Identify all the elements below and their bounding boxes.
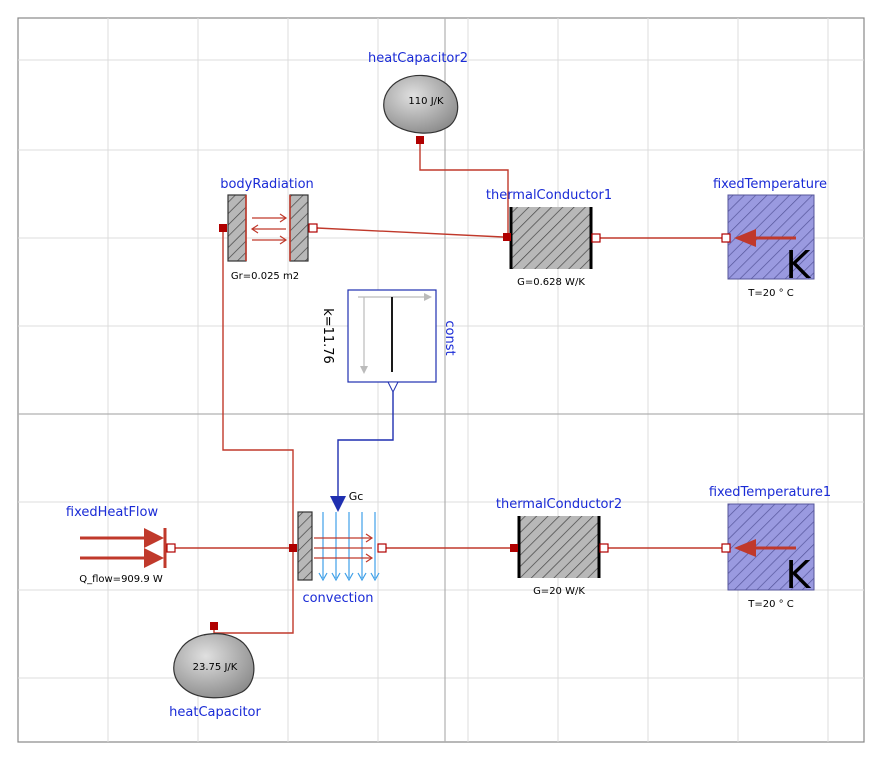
grid (18, 18, 864, 742)
thermal-conductor1-port-b[interactable] (591, 233, 601, 243)
convection[interactable]: Gc convection (289, 490, 387, 606)
wire-radiation-conductor1 (316, 227, 504, 238)
heat-capacitor-param: 23.75 J/K (193, 662, 238, 673)
thermal-conductor1-body (511, 207, 591, 269)
convection-plate (297, 511, 313, 581)
thermal-conductor2-port-b[interactable] (599, 543, 609, 553)
diagram-frame (17, 17, 865, 743)
heat-capacitor2[interactable]: heatCapacitor2 110 J/K (368, 51, 468, 144)
const-param: k=11.76 (320, 308, 335, 364)
heat-capacitor2-param: 110 J/K (408, 96, 444, 107)
wire-radiation-convection (222, 228, 294, 548)
fixed-temperature-kelvin-symbol: K (786, 243, 812, 287)
thermal-conductor1-param: G=0.628 W/K (517, 277, 585, 288)
body-radiation-right-plate (289, 194, 309, 262)
fixed-temperature1-kelvin-symbol: K (786, 553, 812, 597)
thermal-conductor1-port-a[interactable] (503, 233, 511, 241)
body-radiation-name: bodyRadiation (220, 177, 314, 192)
thermal-conductor1-name: thermalConductor1 (486, 188, 612, 203)
heat-capacitor2-name: heatCapacitor2 (368, 51, 468, 66)
fixed-temperature1-param: T=20 ° C (747, 599, 794, 610)
convection-port-solid[interactable] (289, 544, 297, 552)
thermal-conductor2-port-a[interactable] (510, 544, 518, 552)
heat-capacitor2-body (383, 74, 459, 134)
fixed-temperature-port[interactable] (721, 233, 731, 243)
const-block[interactable]: k=11.76 const (320, 289, 457, 394)
heat-capacitor-body (173, 633, 255, 699)
fixed-temperature1-name: fixedTemperature1 (709, 485, 831, 500)
heat-flow-arrows (80, 536, 146, 560)
const-output-port[interactable] (387, 381, 399, 394)
fixed-temperature1[interactable]: fixedTemperature1 K T=20 ° C (709, 485, 831, 610)
fixed-heat-flow-name: fixedHeatFlow (66, 505, 159, 520)
convection-port-fluid[interactable] (377, 543, 387, 553)
convection-fluid-lines (318, 512, 380, 582)
wire-const-convection (337, 392, 394, 497)
fixed-heat-flow-param: Q_flow=909.9 W (79, 574, 163, 585)
body-radiation-param: Gr=0.025 m2 (231, 271, 299, 282)
fixed-temperature[interactable]: fixedTemperature K T=20 ° C (713, 177, 827, 299)
fixed-temperature-param: T=20 ° C (747, 288, 794, 299)
thermal-conductor2-param: G=20 W/K (533, 586, 585, 597)
thermal-conductor2-name: thermalConductor2 (496, 497, 622, 512)
heat-capacitor2-port[interactable] (416, 136, 424, 144)
convection-name: convection (302, 591, 373, 606)
heat-connections (175, 140, 722, 634)
convection-heat-arrows (314, 533, 374, 563)
fixed-heat-flow[interactable]: fixedHeatFlow Q_flow=909.9 W (66, 505, 176, 585)
body-radiation-port-b[interactable] (308, 223, 318, 233)
heat-capacitor-port[interactable] (210, 622, 218, 630)
body-radiation-left-plate (227, 194, 247, 262)
fixed-temperature-name: fixedTemperature (713, 177, 827, 192)
thermal-conductor2[interactable]: thermalConductor2 G=20 W/K (496, 497, 622, 597)
fixed-temperature1-arrow (734, 539, 756, 557)
fixed-temperature-arrow (734, 229, 756, 247)
heat-capacitor-name: heatCapacitor (169, 705, 261, 720)
radiation-arrows (250, 213, 288, 245)
body-radiation[interactable]: bodyRadiation Gr=0.025 m2 (219, 177, 318, 282)
fixed-temperature1-port[interactable] (721, 543, 731, 553)
thermal-conductor2-body (519, 516, 599, 578)
body-radiation-port-a[interactable] (219, 224, 227, 232)
thermal-conductor1[interactable]: thermalConductor1 G=0.628 W/K (486, 188, 612, 288)
fixed-heat-flow-port[interactable] (166, 543, 176, 553)
wire-capacitor2-conductor1 (419, 140, 509, 237)
heat-capacitor[interactable]: 23.75 J/K heatCapacitor (169, 622, 262, 720)
convection-input-label: Gc (349, 490, 364, 503)
const-name: const (442, 320, 457, 355)
convection-input-port[interactable] (330, 496, 346, 512)
